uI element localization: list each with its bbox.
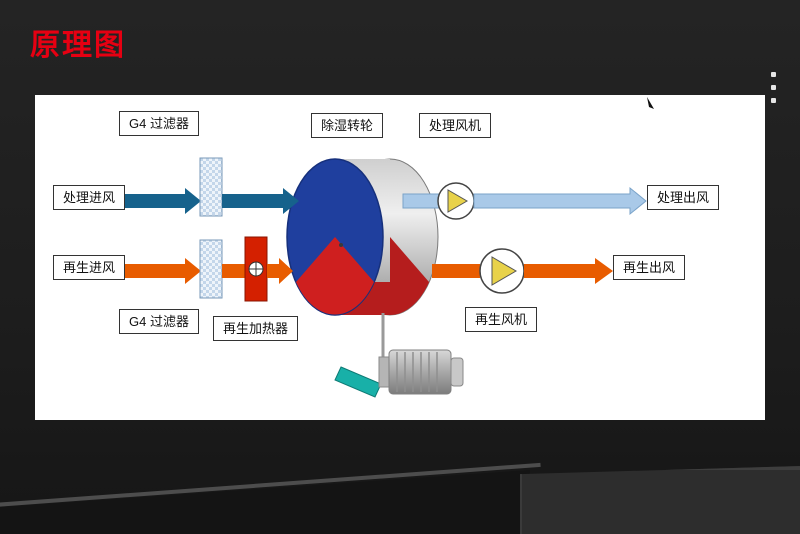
wheel-to-fan-duct [402, 193, 440, 209]
label-regen-heater: 再生加热器 [213, 316, 299, 341]
label-process-inlet: 处理进风 [53, 185, 126, 210]
regen-outlet-arrow [524, 258, 613, 284]
page-title: 原理图 [30, 29, 126, 62]
wheel-drive-motor [334, 313, 464, 398]
wheel-regen-sector [296, 237, 374, 315]
heater-to-wheel-arrow [267, 258, 293, 284]
label-filter-bottom: G4 过滤器 [119, 309, 199, 334]
label-wheel: 除湿转轮 [311, 113, 384, 138]
label-filter-top: G4 过滤器 [119, 111, 199, 136]
diagram-panel: G4 过滤器 除湿转轮 处理风机 处理进风 处理出风 再生进风 再生出风 G4 … [35, 95, 765, 420]
regen-inlet-arrow [123, 258, 201, 284]
floor-right-slab [520, 466, 800, 534]
regen-heater-icon [244, 236, 268, 302]
process-outlet-arrow [473, 186, 647, 216]
regen-air-path [123, 236, 613, 302]
label-regen-outlet: 再生出风 [613, 255, 686, 280]
label-process-fan: 处理风机 [419, 113, 492, 138]
label-process-outlet: 处理出风 [647, 185, 720, 210]
desiccant-wheel [286, 158, 439, 316]
wheel-to-regenfan-duct [432, 264, 480, 278]
process-to-wheel-arrow [222, 188, 299, 214]
dot [771, 85, 776, 90]
floor-left-shadow [0, 470, 530, 534]
dot [771, 72, 776, 77]
label-regen-inlet: 再生进风 [53, 255, 126, 280]
regen-filter [199, 239, 223, 299]
label-regen-fan: 再生风机 [465, 307, 538, 332]
schematic-canvas [123, 97, 654, 398]
process-filter [199, 157, 223, 217]
drive-belt-guard [334, 366, 382, 398]
process-air-path [123, 157, 647, 220]
vertical-ellipsis-icon[interactable] [771, 72, 776, 103]
process-inlet-arrow [123, 188, 201, 214]
cursor-mark [647, 97, 654, 109]
motor-body [388, 349, 452, 395]
filter-to-heater-duct [222, 264, 245, 278]
dot [771, 98, 776, 103]
